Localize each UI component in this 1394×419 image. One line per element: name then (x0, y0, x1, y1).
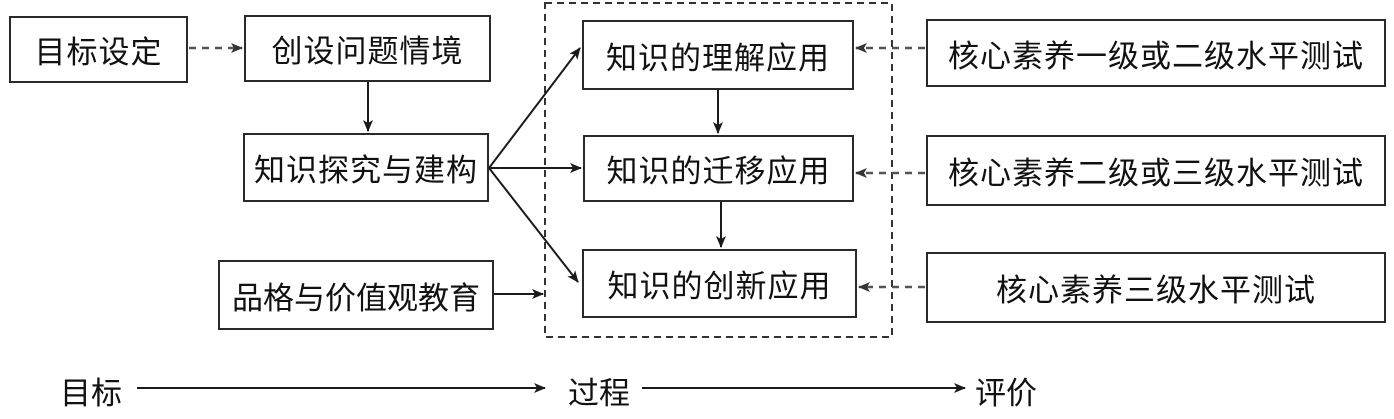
eval-level-3-label: 核心素养三级水平测试 (996, 273, 1316, 309)
eval-level-1-or-2-label: 核心素养一级或二级水平测试 (948, 38, 1364, 75)
innovation-application-label: 知识的创新应用 (607, 269, 832, 305)
eval-level-1-or-2-box: 核心素养一级或二级水平测试 (926, 19, 1386, 87)
arrow-inquiry-to-innovation (488, 167, 579, 283)
innovation-application-box: 知识的创新应用 (582, 249, 857, 318)
axis-label-evaluation: 评价 (975, 376, 1037, 412)
understanding-application-box: 知识的理解应用 (582, 20, 854, 90)
character-values-box: 品格与价值观教育 (218, 260, 494, 330)
create-scenario-box: 创设问题情境 (244, 15, 491, 82)
knowledge-inquiry-label: 知识探究与建构 (254, 153, 478, 189)
goal-setting-box: 目标设定 (9, 16, 188, 83)
process-dashed-container (544, 2, 893, 338)
create-scenario-label: 创设问题情境 (271, 34, 464, 70)
arrow-inquiry-to-understanding (488, 47, 581, 169)
goal-setting-label: 目标设定 (34, 35, 163, 71)
axis-label-goal: 目标 (60, 376, 122, 412)
eval-level-2-or-3-box: 核心素养二级或三级水平测试 (926, 135, 1386, 206)
understanding-application-label: 知识的理解应用 (606, 40, 830, 77)
eval-level-2-or-3-label: 核心素养二级或三级水平测试 (948, 156, 1364, 192)
transfer-application-box: 知识的迁移应用 (583, 135, 854, 202)
character-values-label: 品格与价值观教育 (232, 280, 480, 317)
knowledge-inquiry-box: 知识探究与建构 (243, 133, 489, 202)
eval-level-3-box: 核心素养三级水平测试 (926, 252, 1386, 323)
transfer-application-label: 知识的迁移应用 (606, 154, 831, 190)
axis-label-process: 过程 (568, 376, 630, 412)
